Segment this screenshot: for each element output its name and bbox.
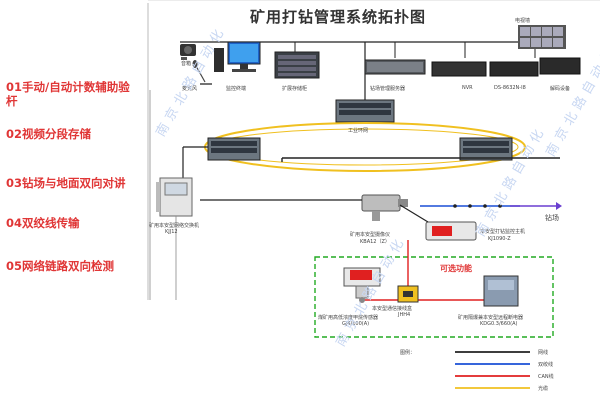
legend-title: 图例：: [400, 350, 416, 356]
speaker-icon: [180, 44, 196, 60]
camera-icon: [361, 194, 408, 221]
label-optional: 可选功能: [440, 264, 472, 273]
label-storage: 扩展存储柜: [282, 86, 308, 92]
storage-cabinet-icon: [274, 51, 320, 79]
feature-4: 04双绞线传输: [6, 216, 80, 230]
drill-site-arrow-icon: [556, 202, 562, 210]
label-mic: 麦克风: [182, 86, 198, 92]
label-drill-site: 钻场: [545, 214, 559, 222]
label-drill-host-name: 本安型打钻监控主机: [480, 229, 526, 235]
label-feeder-model: KDG0.3/660(A): [480, 321, 518, 327]
legend-item-label: CAN线: [538, 374, 554, 380]
feature-1: 01手动/自动计数辅助验杆: [6, 80, 130, 108]
decode-device-icon: [539, 57, 581, 75]
label-drill-host-model: KJ1090-Z: [488, 236, 511, 242]
legend-item-label: 网线: [538, 350, 549, 356]
ring-switch-left-icon: [207, 137, 261, 161]
diagram-title: 矿用打钻管理系统拓扑图: [250, 8, 427, 26]
monitor-terminal-icon: [214, 41, 261, 72]
label-speaker: 音箱: [181, 61, 192, 67]
label-feeder-name: 矿用隔爆兼本安型远程断电器: [458, 315, 524, 321]
label-tv-wall: 电视墙: [515, 18, 531, 24]
tv-wall-icon: [518, 25, 566, 49]
optional-function-box: [314, 256, 554, 338]
decoder-icon: [489, 61, 539, 77]
label-switch-model: KJJ12: [165, 229, 178, 235]
label-ring: 工业环网: [348, 128, 369, 134]
junction-box-icon: [397, 285, 419, 303]
label-server: 钻场管理服务器: [370, 86, 406, 92]
label-decode-device: 解码设备: [550, 86, 571, 92]
legend: [455, 351, 530, 389]
label-camera-name: 矿用本安型摄像仪: [350, 232, 391, 238]
label-monitor: 监控终端: [226, 86, 247, 92]
feature-2: 02视频分段存储: [6, 127, 92, 141]
legend-item-label: 光缆: [538, 386, 549, 392]
label-camera-model: KBA12（Z）: [360, 239, 390, 245]
server-icon: [364, 59, 426, 75]
label-switch-name: 矿用本安型网络交换机: [149, 223, 200, 229]
nvr-icon: [431, 61, 487, 77]
remote-breaker-icon: [483, 275, 519, 307]
feature-5: 05网络链路双向检测: [6, 259, 115, 273]
label-junction-model: JHH4: [398, 312, 411, 318]
kjj12-switch-icon: [156, 177, 193, 217]
label-junction-name: 本安型通信接线盒: [372, 306, 413, 312]
methane-sensor-icon: [343, 267, 381, 303]
ring-switch-right-icon: [459, 137, 513, 161]
label-decoder: DS-8632N-I8: [494, 85, 526, 91]
core-switch-icon: [335, 99, 395, 123]
legend-item-label: 双绞线: [538, 362, 554, 368]
label-gas-name: 煤矿用高低浓度甲烷传感器: [318, 315, 379, 321]
label-gas-model: GJ4/100(A): [342, 321, 370, 327]
microphone-icon: [192, 60, 212, 85]
drill-host-icon: [425, 221, 477, 241]
label-nvr: NVR: [462, 85, 473, 91]
feature-3: 03钻场与地面双向对讲: [6, 176, 126, 190]
